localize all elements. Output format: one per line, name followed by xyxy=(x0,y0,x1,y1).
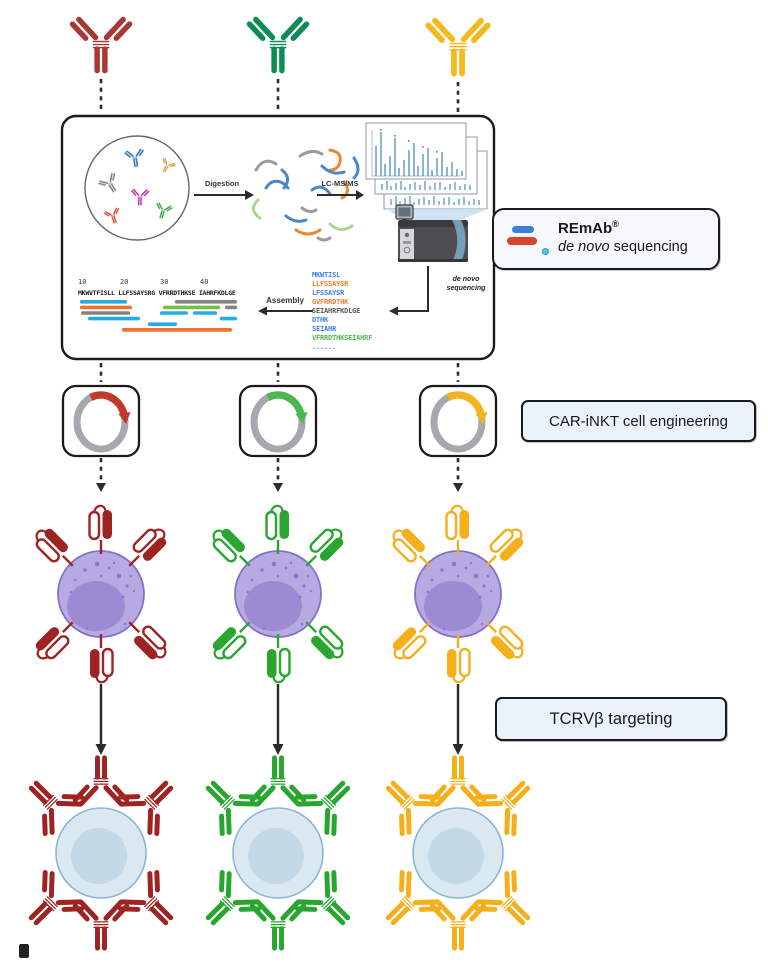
car-inkt-cell-green xyxy=(208,506,349,682)
peptide-read: SEIAHRFKDLGE xyxy=(312,307,361,315)
ruler-tick-10: 10 xyxy=(78,278,87,286)
car-inkt-cell-yellow xyxy=(388,506,529,682)
antibody-green-icon xyxy=(249,19,306,71)
mass-spectrometer-icon xyxy=(395,204,468,262)
car-inkt-cell-red xyxy=(31,506,172,682)
peptide-read: ...... xyxy=(312,343,337,351)
car-engineering-label: CAR-iNKT cell engineering xyxy=(521,400,756,442)
corner-logo-mark xyxy=(19,944,29,958)
consensus-sequence: MKWVTFISLL LLFSSAYSRG VFRRDTHKSE IAHRFKD… xyxy=(78,289,236,297)
dashed-connectors-mid xyxy=(99,363,460,382)
peptide-read-list: MKWTISL LLFSSAYSR LFSSAYSR GVFRRDTHK SEI… xyxy=(312,271,372,352)
lcmsms-arrow xyxy=(317,190,364,200)
antibody-yellow-icon xyxy=(428,20,487,74)
lcmsms-label: LC-MS/MS xyxy=(321,179,359,188)
tcr-targeting-label: TCRVβ targeting xyxy=(495,697,727,741)
antibody-red-icon xyxy=(72,19,129,71)
remab-blue-peptide-icon xyxy=(512,226,534,233)
peptide-read: VFRRDTHKSEIAHRF xyxy=(312,334,373,342)
denovo-arrow xyxy=(389,266,429,316)
remab-title: REmAb® xyxy=(558,219,619,237)
denovo-sequencing-label: de novo sequencing xyxy=(432,275,500,293)
denovo-label-line2: sequencing xyxy=(446,285,486,292)
peptide-read: DTHK xyxy=(312,316,329,324)
target-cell-yellow xyxy=(373,758,544,948)
denovo-label-line1: de novo xyxy=(452,276,480,283)
remab-badge: REmAb® de novo sequencing xyxy=(492,208,720,270)
assembly-arrow xyxy=(258,306,313,316)
digestion-arrow xyxy=(194,190,254,200)
assembly-label: Assembly xyxy=(266,296,304,305)
peptide-read: SEIAHR xyxy=(312,325,337,333)
antibody-mixture-circle xyxy=(84,135,190,241)
assembly-alignment-bars xyxy=(80,300,237,332)
peptide-squiggles xyxy=(252,148,360,242)
mass-spectra-panels xyxy=(365,122,488,210)
ruler-tick-40: 40 xyxy=(200,278,209,286)
ruler-tick-30: 30 xyxy=(160,278,169,286)
peptide-read: GVFRRDTHK xyxy=(312,298,349,306)
target-cell-green xyxy=(193,758,364,948)
peptide-read: LLFSSAYSR xyxy=(312,280,349,288)
peptide-read: LFSSAYSR xyxy=(312,289,345,297)
dashed-arrows-to-cells xyxy=(96,458,463,492)
targeting-arrows xyxy=(95,684,464,755)
remab-cyan-dot-icon xyxy=(542,248,549,255)
digestion-label: Digestion xyxy=(204,179,240,188)
remab-subtitle: de novo sequencing xyxy=(558,239,688,255)
registered-mark: ® xyxy=(612,219,619,229)
peptide-read: MKWTISL xyxy=(312,271,341,279)
remab-red-peptide-icon xyxy=(507,237,537,245)
target-cell-red xyxy=(16,758,187,948)
ruler-tick-20: 20 xyxy=(120,278,129,286)
dashed-connectors-top xyxy=(99,79,460,113)
